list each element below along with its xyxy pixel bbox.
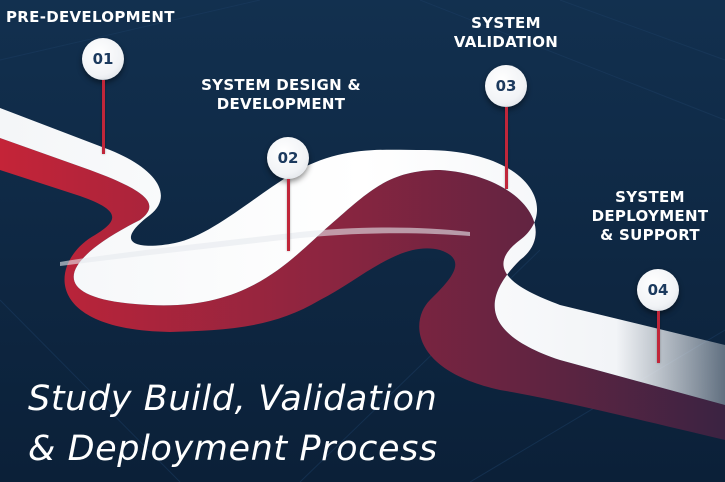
stage-marker-04: 04 bbox=[637, 269, 679, 311]
stage-label-03-line-1: SYSTEM bbox=[471, 14, 541, 32]
page-title: Study Build, Validation & Deployment Pro… bbox=[28, 374, 438, 474]
road-side-wall bbox=[0, 138, 725, 440]
stage-marker-03: 03 bbox=[485, 65, 527, 107]
stage-label-04-line-1: SYSTEM bbox=[615, 188, 685, 206]
road-shading bbox=[60, 227, 470, 266]
stage-label-04: SYSTEM DEPLOYMENT & SUPPORT bbox=[575, 188, 725, 245]
stage-label-02-line-2: DEVELOPMENT bbox=[216, 95, 346, 113]
stage-label-01: PRE-DEVELOPMENT bbox=[6, 8, 175, 27]
stage-pin-03 bbox=[505, 107, 508, 189]
stage-label-01-line-1: PRE-DEVELOPMENT bbox=[6, 8, 175, 26]
page-title-line-1: Study Build, Validation bbox=[28, 379, 438, 419]
stage-label-03-line-2: VALIDATION bbox=[453, 33, 559, 51]
stage-label-04-line-2: DEPLOYMENT bbox=[591, 207, 709, 225]
stage-label-04-line-3: & SUPPORT bbox=[600, 226, 700, 244]
road-surface bbox=[0, 108, 725, 405]
stage-marker-02: 02 bbox=[267, 137, 309, 179]
stage-pin-01 bbox=[102, 80, 105, 154]
page-title-line-2: & Deployment Process bbox=[28, 429, 438, 469]
stage-pin-04 bbox=[657, 311, 660, 363]
stage-pin-02 bbox=[287, 179, 290, 251]
stage-label-03: SYSTEM VALIDATION bbox=[440, 14, 572, 52]
stage-label-02-line-1: SYSTEM DESIGN & bbox=[201, 76, 361, 94]
stage-marker-01: 01 bbox=[82, 38, 124, 80]
stage-label-02: SYSTEM DESIGN & DEVELOPMENT bbox=[190, 76, 372, 114]
